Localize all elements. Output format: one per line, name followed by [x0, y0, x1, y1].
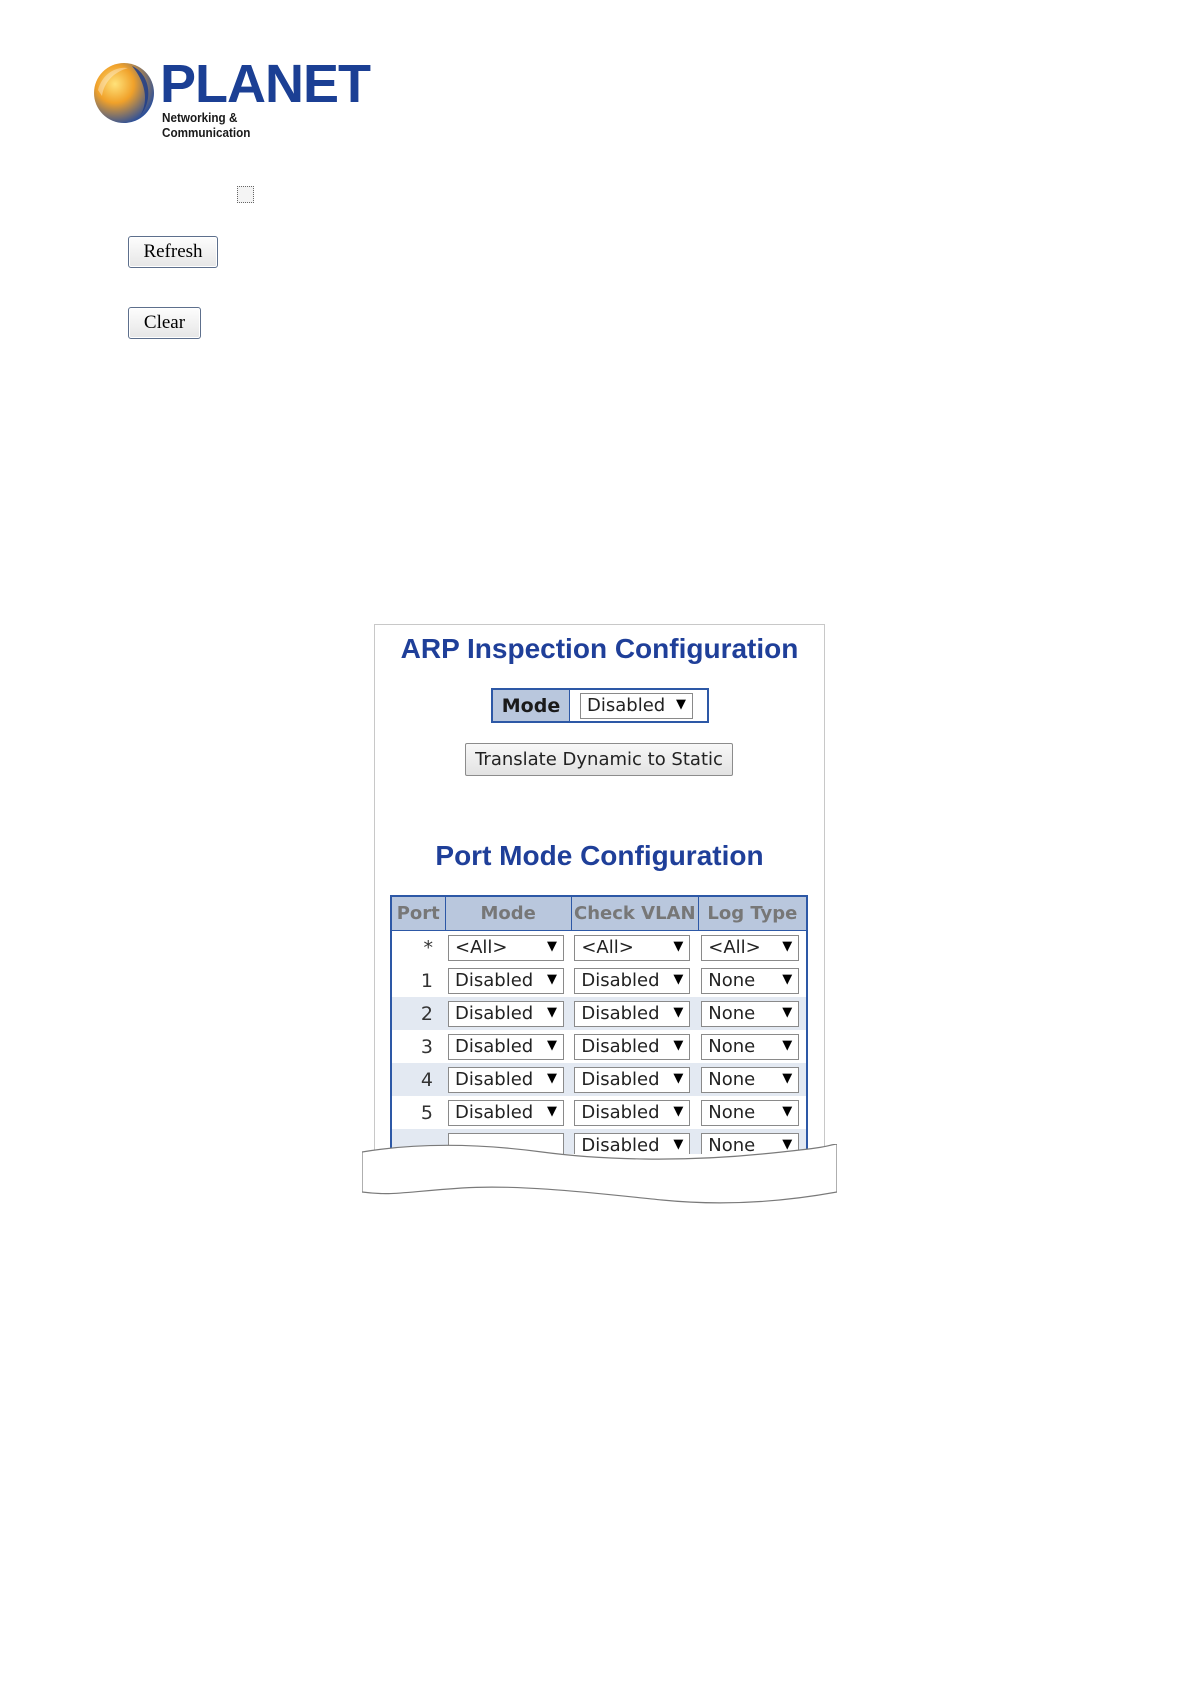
dropdown-arrow-icon: ▼ [782, 1070, 793, 1086]
port-mode-table: Port Mode Check VLAN Log Type * <All>▼ <… [390, 895, 808, 1154]
torn-edge-decoration [362, 1144, 837, 1204]
arp-inspection-title: ARP Inspection Configuration [400, 633, 799, 664]
log-type-select[interactable]: None▼ [701, 1066, 800, 1093]
mode-select[interactable]: Disabled▼ [448, 1000, 564, 1027]
column-header-log-type: Log Type [697, 895, 808, 931]
mode-select[interactable]: Disabled▼ [448, 967, 564, 994]
check-vlan-select[interactable]: Disabled▼ [574, 1000, 691, 1027]
table-row: 5 Disabled▼ Disabled▼ None▼ [391, 1096, 807, 1129]
log-type-select[interactable]: <All>▼ [701, 934, 800, 961]
dropdown-arrow-icon: ▼ [673, 1004, 684, 1020]
dropdown-arrow-icon: ▼ [673, 1037, 684, 1053]
table-row-cutoff: Disabled▼ None▼ [391, 1129, 807, 1154]
port-cell: 2 [391, 997, 445, 1030]
port-cell: 4 [391, 1063, 445, 1096]
mode-select[interactable]: Disabled▼ [448, 1033, 564, 1060]
port-cell: 3 [391, 1030, 445, 1063]
global-mode-select[interactable]: Disabled ▼ [580, 692, 693, 719]
table-row: 4 Disabled▼ Disabled▼ None▼ [391, 1063, 807, 1096]
check-vlan-select[interactable]: Disabled▼ [574, 1033, 691, 1060]
port-cell: 1 [391, 964, 445, 997]
auto-refresh-checkbox[interactable] [237, 186, 254, 203]
log-type-select[interactable]: None▼ [701, 967, 800, 994]
planet-logo: PLANET Networking & Communication [92, 54, 371, 140]
port-cell: 5 [391, 1096, 445, 1129]
table-row: 1 Disabled▼ Disabled▼ None▼ [391, 964, 807, 997]
mode-label: Mode [493, 690, 570, 721]
dropdown-arrow-icon: ▼ [782, 971, 793, 987]
check-vlan-select[interactable]: <All>▼ [574, 934, 691, 961]
dropdown-arrow-icon: ▼ [782, 938, 793, 954]
clear-button[interactable]: Clear [128, 307, 201, 339]
mode-select[interactable]: Disabled▼ [448, 1099, 564, 1126]
mode-select[interactable]: <All>▼ [448, 934, 564, 961]
port-cell: * [391, 930, 445, 964]
table-row: 3 Disabled▼ Disabled▼ None▼ [391, 1030, 807, 1063]
column-header-check-vlan: Check VLAN [570, 895, 699, 931]
dropdown-arrow-icon: ▼ [673, 1103, 684, 1119]
port-mode-title: Port Mode Configuration [435, 840, 764, 871]
logo-wordmark: PLANET [160, 54, 371, 114]
check-vlan-select[interactable]: Disabled▼ [574, 1066, 691, 1093]
check-vlan-select[interactable]: Disabled▼ [574, 1132, 691, 1154]
dropdown-arrow-icon: ▼ [547, 938, 557, 954]
translate-dynamic-to-static-button[interactable]: Translate Dynamic to Static [465, 743, 733, 776]
log-type-select[interactable]: None▼ [701, 1132, 800, 1154]
arp-inspection-panel: ARP Inspection Configuration Mode Disabl… [374, 624, 825, 1154]
mode-select[interactable]: Disabled▼ [448, 1066, 564, 1093]
column-header-port: Port [390, 895, 446, 931]
column-header-mode: Mode [444, 895, 572, 931]
check-vlan-select[interactable]: Disabled▼ [574, 967, 691, 994]
log-type-select[interactable]: None▼ [701, 1033, 800, 1060]
dropdown-arrow-icon: ▼ [782, 1103, 793, 1119]
mode-row: Mode Disabled ▼ [491, 688, 709, 723]
refresh-button[interactable]: Refresh [128, 236, 218, 268]
dropdown-arrow-icon: ▼ [673, 938, 684, 954]
dropdown-arrow-icon: ▼ [782, 1136, 793, 1152]
dropdown-arrow-icon: ▼ [673, 1070, 684, 1086]
log-type-select[interactable]: None▼ [701, 1099, 800, 1126]
dropdown-arrow-icon: ▼ [547, 1070, 557, 1086]
dropdown-arrow-icon: ▼ [782, 1004, 793, 1020]
dropdown-arrow-icon: ▼ [547, 1037, 557, 1053]
dropdown-arrow-icon: ▼ [673, 1136, 684, 1152]
dropdown-arrow-icon: ▼ [547, 971, 557, 987]
logo-tagline: Networking & Communication [162, 110, 251, 140]
globe-logo-icon [94, 63, 154, 123]
table-row: 2 Disabled▼ Disabled▼ None▼ [391, 997, 807, 1030]
dropdown-arrow-icon: ▼ [673, 971, 684, 987]
dropdown-arrow-icon: ▼ [782, 1037, 793, 1053]
table-row-wildcard: * <All>▼ <All>▼ <All>▼ [391, 930, 807, 964]
dropdown-arrow-icon: ▼ [547, 1103, 557, 1119]
log-type-select[interactable]: None▼ [701, 1000, 800, 1027]
dropdown-arrow-icon: ▼ [676, 696, 686, 712]
dropdown-arrow-icon: ▼ [547, 1004, 557, 1020]
check-vlan-select[interactable]: Disabled▼ [574, 1099, 691, 1126]
